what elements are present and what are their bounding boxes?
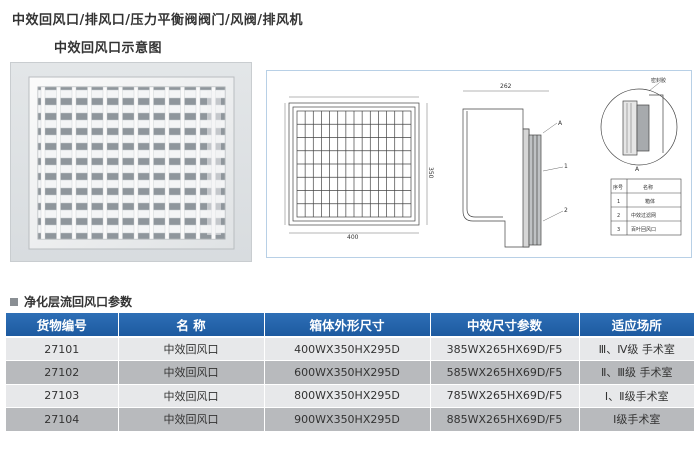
table-row: 27103 中效回风口 800WX350HX295D 785WX265HX69D… [6,384,694,408]
grille-vertical-bar [133,86,139,240]
cell-name: 中效回风口 [118,407,265,432]
technical-drawing: 350 400 262 A 1 2 密封胶 A [266,70,692,258]
col-header-box-size: 箱体外形尺寸 [264,313,431,338]
grille-horizontal-bar [37,89,226,99]
grille-horizontal-bar [37,179,226,189]
part-a-label: A [558,120,563,127]
cell-name: 中效回风口 [118,384,265,408]
cell-name: 中效回风口 [118,360,265,385]
cell-box-size: 600WX350HX295D [264,360,431,385]
grille-vertical-bar [180,86,185,240]
grille-horizontal-bar [37,209,226,219]
section-marker-icon [10,297,18,306]
grille-vertical-bar [102,86,108,240]
table-header-row: 货物编号 名 称 箱体外形尺寸 中效尺寸参数 适应场所 [6,313,694,338]
grille-horizontal-bar [37,164,226,174]
detail-tag-label: 密封胶 [651,77,666,84]
diagram-title: 中效回风口示意图 [54,41,163,56]
grille-horizontal-bar [37,134,226,144]
product-photo [10,62,252,262]
cell-box-size: 900WX350HX295D [264,407,431,432]
page-title: 中效回风口/排风口/压力平衡阀阀门/风阀/排风机 [12,13,303,28]
drawing-svg: 350 400 262 A 1 2 密封胶 A [284,77,682,248]
grille-vertical-bar [87,86,92,240]
cell-name: 中效回风口 [118,337,265,361]
cell-application: Ⅰ级手术室 [579,407,694,432]
side-view [462,90,564,248]
grille-vertical-bar [40,86,46,240]
cell-application: Ⅲ、Ⅳ级 手术室 [579,337,694,361]
legend-row-1-name: 箱体 [645,198,655,205]
table-row: 27104 中效回风口 900WX350HX295D 885WX265HX69D… [6,407,694,432]
col-header-filter-size: 中效尺寸参数 [430,313,580,338]
col-header-application: 适应场所 [579,313,694,338]
table-row: 27102 中效回风口 600WX350HX295D 585WX265HX69D… [6,360,694,385]
grille-vertical-bar [164,86,170,240]
dim-width-label: 400 [347,234,359,241]
col-header-name: 名 称 [118,313,265,338]
grille-horizontal-bar [37,119,226,129]
legend-header-name: 名称 [643,184,653,191]
parameters-table: 货物编号 名 称 箱体外形尺寸 中效尺寸参数 适应场所 27101 中效回风口 … [6,313,694,432]
grille-horizontal-bar [37,194,226,204]
section-heading: 净化层流回风口参数 [10,293,132,310]
dim-height-label: 350 [427,167,434,179]
dim-top-label: 262 [500,83,512,90]
cell-box-size: 400WX350HX295D [264,337,431,361]
grille-vertical-bar [149,86,154,240]
legend-header-no: 序号 [613,184,623,191]
legend-row-3-no: 3 [617,227,620,233]
col-header-item-no: 货物编号 [6,313,119,338]
cell-item-no: 27102 [6,360,119,385]
legend-row-2-name: 中效过滤网 [631,212,656,219]
legend-row-1-no: 1 [617,199,620,205]
grille-vertical-bar [71,86,77,240]
part-2-label: 2 [564,207,568,214]
grille-horizontal-bar [37,224,226,234]
cell-filter-size: 885WX265HX69D/F5 [430,407,580,432]
legend-table [610,178,682,236]
legend-row-3-name: 百叶回风口 [631,226,656,233]
grille-vertical-bar [118,86,123,240]
cell-item-no: 27104 [6,407,119,432]
front-view [284,96,428,234]
cell-filter-size: 585WX265HX69D/F5 [430,360,580,385]
grille-vertical-bar [56,86,61,240]
cell-item-no: 27101 [6,337,119,361]
cell-filter-size: 385WX265HX69D/F5 [430,337,580,361]
cell-application: Ⅱ、Ⅲ级 手术室 [579,360,694,385]
grille-vertical-bar [195,86,201,240]
part-1-label: 1 [564,163,568,170]
detail-circle [600,82,678,166]
legend-row-2-no: 2 [617,213,620,219]
table-row: 27101 中效回风口 400WX350HX295D 385WX265HX69D… [6,337,694,361]
detail-callout-label: A [635,166,640,173]
cell-box-size: 800WX350HX295D [264,384,431,408]
grille-horizontal-bar [37,149,226,159]
grille-horizontal-bar [37,104,226,114]
cell-filter-size: 785WX265HX69D/F5 [430,384,580,408]
section-heading-text: 净化层流回风口参数 [24,295,133,309]
cell-application: Ⅰ、Ⅱ级手术室 [579,384,694,408]
grille-photo-illustration [28,76,235,250]
cell-item-no: 27103 [6,384,119,408]
